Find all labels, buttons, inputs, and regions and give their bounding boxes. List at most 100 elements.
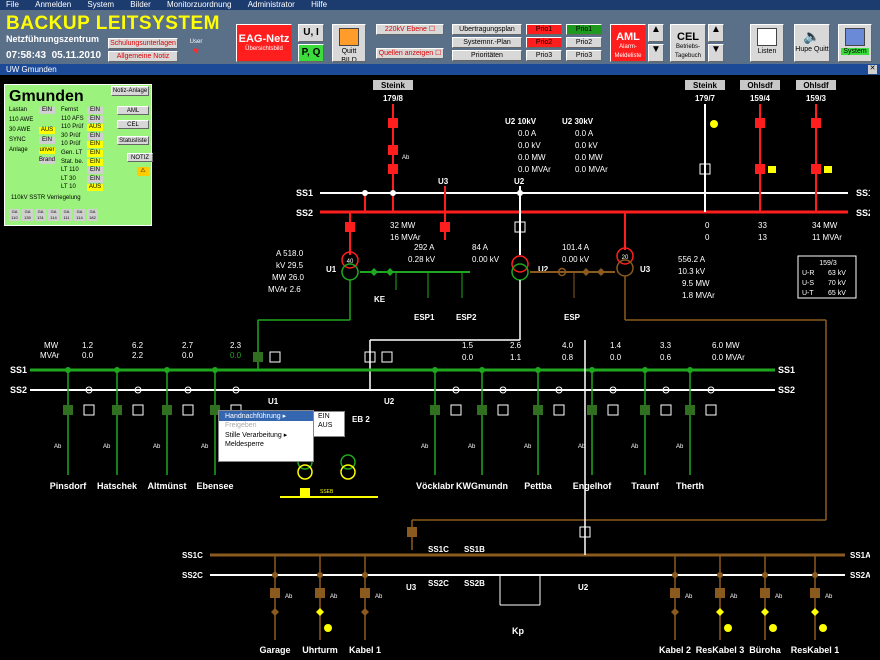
aml-down-arrow-icon[interactable]: ▼ — [648, 44, 664, 62]
context-item-handnachfuehrung[interactable]: Handnachführung ▸ — [219, 411, 313, 421]
feeder-ohlsdf-1593-button[interactable] — [796, 80, 836, 90]
feeder-ohlsdf-1594-button[interactable] — [740, 80, 780, 90]
mid-feeder-breaker[interactable] — [63, 405, 73, 415]
menu-bilder[interactable]: Bilder — [130, 0, 151, 9]
ga-button[interactable]: GA 111 — [61, 209, 72, 221]
status-value[interactable]: EIN — [87, 175, 103, 183]
mid-feeder-disconnector[interactable] — [450, 404, 462, 416]
mid-feeder-breaker[interactable] — [430, 405, 440, 415]
submenu-aus[interactable]: AUS — [318, 422, 333, 429]
cel-up-arrow-icon[interactable]: ▲ — [708, 24, 724, 42]
u3-lv-disconnector-1[interactable] — [582, 268, 590, 276]
scrollbar[interactable] — [870, 75, 880, 660]
mid-feeder-breaker[interactable] — [112, 405, 122, 415]
status-value[interactable]: EIN — [87, 167, 103, 175]
quellen-toggle[interactable]: Quellen anzeigen ☐ — [376, 48, 444, 59]
status-value[interactable]: EIN — [87, 150, 103, 157]
status-value[interactable]: AUS — [87, 184, 103, 192]
bottom-feeder-disconnector[interactable] — [761, 608, 769, 616]
feeder-1798-breaker-3[interactable] — [388, 164, 398, 174]
u3-transformer-icon[interactable] — [616, 247, 634, 265]
mid-feeder-breaker[interactable] — [477, 405, 487, 415]
u1-lv-disconnector-2[interactable] — [386, 268, 394, 276]
mid-feeder-disconnector[interactable] — [607, 404, 619, 416]
u2-transformer-icon[interactable] — [511, 255, 529, 273]
allgemeine-notiz-button[interactable]: Allgemeine Notiz — [108, 51, 178, 62]
ga-button[interactable]: GA 114 — [48, 209, 59, 221]
u3-bottom-breaker[interactable] — [407, 527, 417, 537]
prio3-button-b[interactable]: Prio3 — [566, 50, 602, 61]
u1-transformer-icon[interactable] — [341, 251, 359, 269]
prioritaeten-button[interactable]: Prioritäten — [452, 50, 522, 61]
status-value[interactable]: Brand — [39, 157, 56, 164]
prio2-button-b[interactable]: Prio2 — [566, 37, 602, 48]
mid-feeder-disconnector[interactable] — [553, 404, 565, 416]
prio3-button-a[interactable]: Prio3 — [526, 50, 562, 61]
menu-hilfe[interactable]: Hilfe — [311, 0, 328, 9]
menu-administrator[interactable]: Administrator — [247, 0, 295, 9]
ga-button[interactable]: GA 130 — [22, 209, 33, 221]
u3-hv-breaker[interactable] — [440, 222, 450, 232]
status-value[interactable]: EIN — [87, 115, 103, 123]
u1-mid-breaker[interactable] — [253, 352, 263, 362]
kv220-toggle[interactable]: 220kV Ebene ☐ — [376, 24, 444, 35]
cel-down-arrow-icon[interactable]: ▼ — [708, 44, 724, 62]
mid-feeder-disconnector[interactable] — [132, 404, 144, 416]
bottom-feeder-disconnector[interactable] — [271, 608, 279, 616]
status-value[interactable]: EIN — [39, 137, 55, 144]
u1-mid-breaker-2[interactable] — [269, 351, 281, 363]
listen-button[interactable]: Listen — [750, 24, 784, 62]
prio1-button-a[interactable]: Prio1 — [526, 24, 562, 35]
user-button[interactable]: User♥ — [182, 38, 210, 62]
status-value[interactable]: EIN — [87, 141, 103, 149]
feeder-1594-breaker-2[interactable] — [755, 164, 765, 174]
aml-panel-button[interactable]: AML — [117, 106, 149, 115]
bottom-feeder-breaker[interactable] — [360, 588, 370, 598]
bottom-feeder-breaker[interactable] — [715, 588, 725, 598]
bottom-feeder-disconnector[interactable] — [361, 608, 369, 616]
prio2-button-a[interactable]: Prio2 — [526, 37, 562, 48]
u2-mid-breaker-2[interactable] — [381, 351, 393, 363]
bottom-feeder-breaker[interactable] — [760, 588, 770, 598]
mid-feeder-disconnector[interactable] — [83, 404, 95, 416]
u2-hv-breaker[interactable] — [514, 221, 526, 233]
status-value[interactable]: EIN — [87, 107, 103, 114]
pq-button[interactable]: P, Q — [298, 44, 324, 62]
systemnr-plan-button[interactable]: Systemnr.-Plan — [452, 37, 522, 48]
mid-feeder-disconnector[interactable] — [497, 404, 509, 416]
context-item-freigeben[interactable]: Freigeben — [225, 422, 257, 429]
mid-feeder-disconnector[interactable] — [182, 404, 194, 416]
bottom-feeder-breaker[interactable] — [315, 588, 325, 598]
ga-button[interactable]: GA 182 — [87, 209, 98, 221]
prio1-button-b[interactable]: Prio1 — [566, 24, 602, 35]
schulungsunterlagen-button[interactable]: Schulungsunterlagen — [108, 38, 178, 49]
status-value[interactable]: EIN — [87, 132, 103, 140]
context-item-meldesperre[interactable]: Meldesperre — [225, 441, 264, 448]
mid-feeder-disconnector[interactable] — [705, 404, 717, 416]
feeder-1798-breaker[interactable] — [388, 118, 398, 128]
feeder-1594-breaker[interactable] — [755, 118, 765, 128]
feeder-1798-breaker-2[interactable] — [388, 145, 398, 155]
feeder-steink-1797-button[interactable] — [685, 80, 725, 90]
status-value[interactable]: unver — [39, 147, 55, 154]
bottom-feeder-disconnector[interactable] — [811, 608, 819, 616]
feeder-1593-breaker-2[interactable] — [811, 164, 821, 174]
notiz-anlage-button[interactable]: Notiz-Anlage — [111, 86, 149, 96]
quitt-bild-button[interactable]: Quitt BILD — [332, 24, 366, 62]
u2-bottom-breaker[interactable] — [579, 526, 591, 538]
feeder-1593-breaker[interactable] — [811, 118, 821, 128]
bottom-feeder-breaker[interactable] — [810, 588, 820, 598]
eb2-transformer-2-icon[interactable] — [340, 454, 356, 470]
eb2-lv-breaker[interactable] — [300, 488, 310, 498]
ga-button[interactable]: GA 110 — [9, 209, 20, 221]
menu-anmelden[interactable]: Anmelden — [35, 0, 72, 9]
status-value[interactable]: AUS — [87, 124, 103, 132]
status-value[interactable]: AUS — [39, 127, 55, 134]
menu-monitorzuordnung[interactable]: Monitorzuordnung — [166, 0, 232, 9]
mid-feeder-breaker[interactable] — [640, 405, 650, 415]
menu-file[interactable]: File — [6, 0, 19, 9]
aml-up-arrow-icon[interactable]: ▲ — [648, 24, 664, 42]
bottom-feeder-breaker[interactable] — [270, 588, 280, 598]
